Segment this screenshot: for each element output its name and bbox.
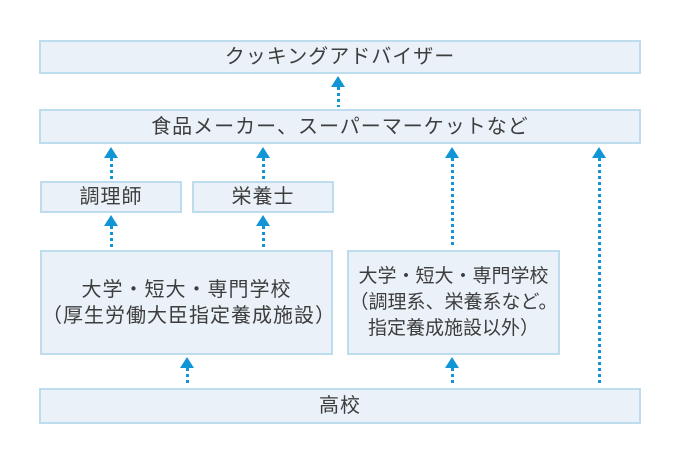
box-food-maker: 食品メーカー、スーパーマーケットなど [39, 109, 641, 144]
box-school-other-line3: 指定養成施設以外） [367, 317, 539, 339]
box-school-other-line2: （調理系、栄養系など。 [349, 291, 558, 313]
arrow-head-icon [256, 215, 270, 226]
box-chef-label: 調理師 [79, 186, 143, 208]
box-high-school-label: 高校 [319, 395, 361, 417]
arrow-dotted-line [185, 368, 189, 386]
arrow-dotted-line [109, 158, 113, 179]
box-school-designated-line1: 大学・短大・専門学校 [81, 278, 292, 301]
up-arrow-nutritionist-to-foodmaker [256, 147, 270, 179]
arrow-dotted-line [109, 226, 113, 248]
arrow-dotted-line [261, 158, 265, 179]
box-school-other: 大学・短大・専門学校 （調理系、栄養系など。 指定養成施設以外） [347, 250, 560, 355]
arrow-head-icon [104, 147, 118, 158]
arrow-head-icon [592, 147, 606, 158]
arrow-head-icon [331, 76, 345, 87]
up-arrow-highschool-to-otherschool [445, 357, 459, 386]
arrow-head-icon [445, 147, 459, 158]
arrow-head-icon [445, 357, 459, 368]
up-arrow-otherschool-to-foodmaker [445, 147, 459, 248]
arrow-dotted-line [597, 158, 601, 386]
arrow-head-icon [104, 215, 118, 226]
arrow-dotted-line [261, 226, 265, 248]
up-arrow-foodmaker-to-advisor [331, 76, 345, 107]
arrow-head-icon [180, 357, 194, 368]
arrow-head-icon [256, 147, 270, 158]
box-school-designated-line2: （厚生労働大臣指定養成施設） [42, 304, 336, 327]
box-high-school: 高校 [39, 388, 641, 424]
box-chef: 調理師 [40, 181, 182, 213]
arrow-dotted-line [450, 158, 454, 248]
up-arrow-highschool-to-designated [180, 357, 194, 386]
box-school-other-line1: 大学・短大・専門学校 [358, 265, 549, 287]
box-school-designated: 大学・短大・専門学校 （厚生労働大臣指定養成施設） [40, 250, 336, 355]
up-arrow-chef-to-foodmaker [104, 147, 118, 179]
up-arrow-highschool-to-foodmaker [592, 147, 606, 386]
box-cooking-advisor: クッキングアドバイザー [39, 40, 641, 74]
arrow-dotted-line [336, 87, 340, 107]
box-nutritionist-label: 栄養士 [231, 186, 295, 208]
up-arrow-school-to-nutritionist [256, 215, 270, 248]
up-arrow-school-to-chef [104, 215, 118, 248]
box-cooking-advisor-label: クッキングアドバイザー [224, 46, 456, 68]
box-nutritionist: 栄養士 [192, 181, 334, 213]
box-food-maker-label: 食品メーカー、スーパーマーケットなど [151, 115, 529, 138]
arrow-dotted-line [450, 368, 454, 386]
